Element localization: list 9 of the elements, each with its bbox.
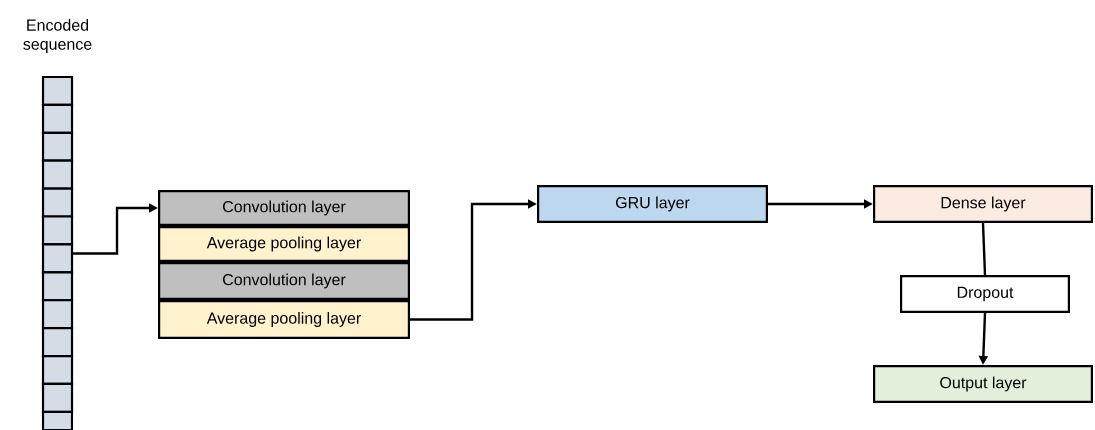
pooling-layer-box: Average pooling layer <box>158 300 410 339</box>
dense-layer-box: Dense layer <box>873 185 1093 223</box>
column-heading: Encoded sequence <box>23 19 92 53</box>
convolution-layer-box: Convolution layer <box>158 262 410 300</box>
convolution-layer-box: Convolution layer <box>158 190 410 226</box>
gru-layer-box: GRU layer <box>537 185 768 223</box>
dropout-box: Dropout <box>900 275 1070 313</box>
output-layer-box: Output layer <box>873 365 1093 403</box>
pooling-layer-box: Average pooling layer <box>158 226 410 262</box>
